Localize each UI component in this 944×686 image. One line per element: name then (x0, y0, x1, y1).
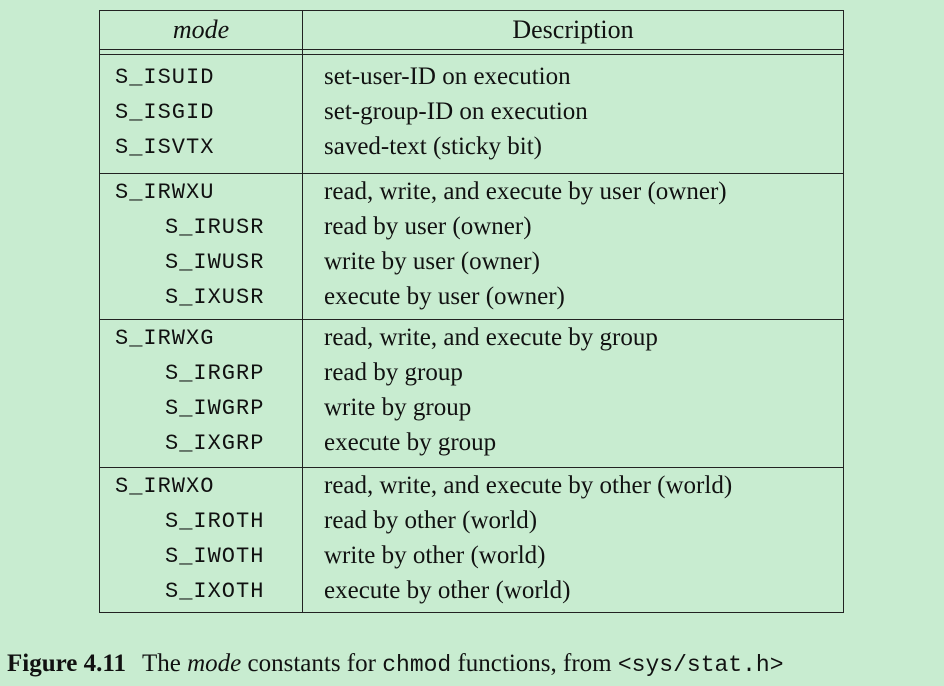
header-double-rule (100, 49, 843, 55)
table-row: S_IROTH read by other (world) (100, 505, 843, 540)
group-other: S_IRWXO read, write, and execute by othe… (100, 467, 843, 610)
caption-text: functions, from (451, 650, 618, 677)
mode-constant: S_ISVTX (115, 135, 215, 160)
mode-description: write by user (owner) (324, 248, 540, 275)
column-divider (302, 11, 303, 612)
mode-description: read by other (world) (324, 507, 538, 534)
caption-text: constants for (241, 650, 383, 677)
mode-constant: S_ISGID (115, 100, 215, 125)
mode-constant: S_IWOTH (165, 544, 265, 569)
mode-description: write by group (324, 394, 472, 421)
group-group: S_IRWXG read, write, and execute by grou… (100, 319, 843, 462)
table-row: S_IWUSR write by user (owner) (100, 246, 843, 281)
table-row: S_ISGID set-group-ID on execution (100, 96, 843, 131)
mode-constant: S_IROTH (165, 509, 265, 534)
group-special-bits: S_ISUID set-user-ID on execution S_ISGID… (100, 61, 843, 166)
table-row: S_IWGRP write by group (100, 392, 843, 427)
mode-description: set-user-ID on execution (324, 63, 571, 90)
mode-description: execute by group (324, 429, 497, 456)
caption-mode-term: mode (187, 650, 242, 677)
mode-constant: S_IRUSR (165, 215, 265, 240)
mode-constant: S_IRWXU (115, 180, 215, 205)
table-header: mode Description (100, 11, 843, 49)
mode-description: execute by user (owner) (324, 283, 565, 310)
table-row: S_IWOTH write by other (world) (100, 540, 843, 575)
mode-constant: S_IRWXO (115, 474, 215, 499)
table-row: S_IRWXG read, write, and execute by grou… (100, 322, 843, 357)
mode-constant: S_IRWXG (115, 326, 215, 351)
mode-constant: S_IWUSR (165, 250, 265, 275)
group-user: S_IRWXU read, write, and execute by user… (100, 173, 843, 316)
table-row: S_IRWXU read, write, and execute by user… (100, 176, 843, 211)
mode-constants-table: mode Description S_ISUID set-user-ID on … (99, 10, 844, 613)
table-row: S_IRUSR read by user (owner) (100, 211, 843, 246)
mode-description: read, write, and execute by group (324, 324, 658, 351)
table-row: S_IXUSR execute by user (owner) (100, 281, 843, 316)
caption-header-file: <sys/stat.h> (617, 652, 784, 678)
mode-description: read by group (324, 359, 463, 386)
figure-label: Figure 4.11 (7, 650, 126, 677)
table-row: S_ISUID set-user-ID on execution (100, 61, 843, 96)
mode-description: read by user (owner) (324, 213, 532, 240)
table-row: S_IXGRP execute by group (100, 427, 843, 462)
mode-description: read, write, and execute by other (world… (324, 472, 733, 499)
mode-constant: S_ISUID (115, 65, 215, 90)
header-mode: mode (172, 15, 230, 44)
table-row: S_IXOTH execute by other (world) (100, 575, 843, 610)
mode-description: saved-text (sticky bit) (324, 133, 542, 160)
mode-description: execute by other (world) (324, 577, 571, 604)
caption-function-name: chmod (382, 652, 452, 678)
mode-constant: S_IRGRP (165, 361, 265, 386)
header-description: Description (512, 15, 634, 44)
mode-constant: S_IXUSR (165, 285, 265, 310)
mode-description: read, write, and execute by user (owner) (324, 178, 727, 205)
table-row: S_IRGRP read by group (100, 357, 843, 392)
mode-constant: S_IWGRP (165, 396, 265, 421)
table-row: S_IRWXO read, write, and execute by othe… (100, 470, 843, 505)
mode-description: write by other (world) (324, 542, 546, 569)
mode-constant: S_IXGRP (165, 431, 265, 456)
mode-description: set-group-ID on execution (324, 98, 588, 125)
caption-text: The (141, 650, 188, 677)
table-row: S_ISVTX saved-text (sticky bit) (100, 131, 843, 166)
mode-constant: S_IXOTH (165, 579, 265, 604)
